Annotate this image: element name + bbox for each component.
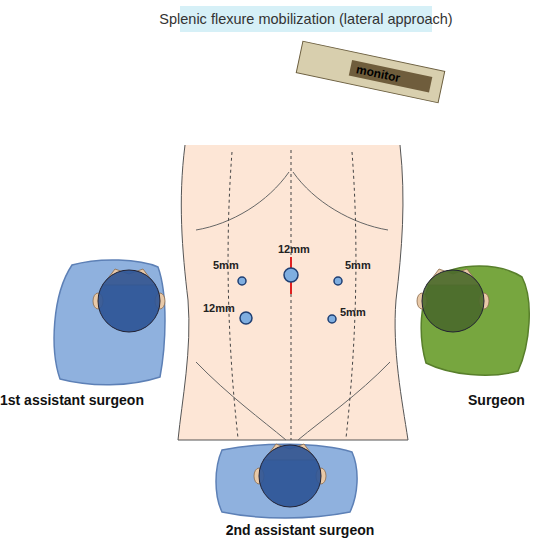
costal-margin bbox=[196, 172, 289, 230]
rectus-line bbox=[346, 152, 356, 438]
port-size-label: 5mm bbox=[213, 259, 239, 271]
port-5mm bbox=[328, 315, 336, 323]
assistant-surgeon: 2nd assistant surgeon bbox=[160, 440, 440, 543]
port-size-label: 5mm bbox=[340, 306, 366, 318]
rectus-line bbox=[228, 152, 238, 438]
node-label: 1st assistant surgeon bbox=[0, 392, 144, 408]
port-5mm bbox=[334, 277, 342, 285]
port-5mm bbox=[238, 277, 246, 285]
monitor-box: monitor bbox=[296, 41, 444, 102]
node-label: Surgeon bbox=[468, 392, 525, 408]
inguinal-line bbox=[196, 362, 286, 440]
midline bbox=[291, 150, 292, 440]
title-text: Splenic flexure mobilization (lateral ap… bbox=[159, 11, 452, 27]
surgeon: Surgeon bbox=[410, 255, 550, 415]
port-size-label: 5mm bbox=[345, 259, 371, 271]
port-12mm bbox=[284, 268, 298, 282]
port-size-label: 12mm bbox=[203, 302, 235, 314]
port-size-label: 12mm bbox=[278, 243, 310, 255]
title-banner: Splenic flexure mobilization (lateral ap… bbox=[180, 6, 432, 32]
torso-outline bbox=[178, 145, 408, 440]
port-12mm bbox=[240, 312, 252, 324]
inguinal-line bbox=[298, 362, 390, 440]
costal-margin bbox=[293, 172, 388, 230]
assistant-surgeon-shape bbox=[0, 255, 175, 415]
surgeon-shape bbox=[410, 255, 550, 415]
assistant-surgeon: 1st assistant surgeon bbox=[0, 255, 175, 415]
node-label: 2nd assistant surgeon bbox=[160, 522, 440, 538]
